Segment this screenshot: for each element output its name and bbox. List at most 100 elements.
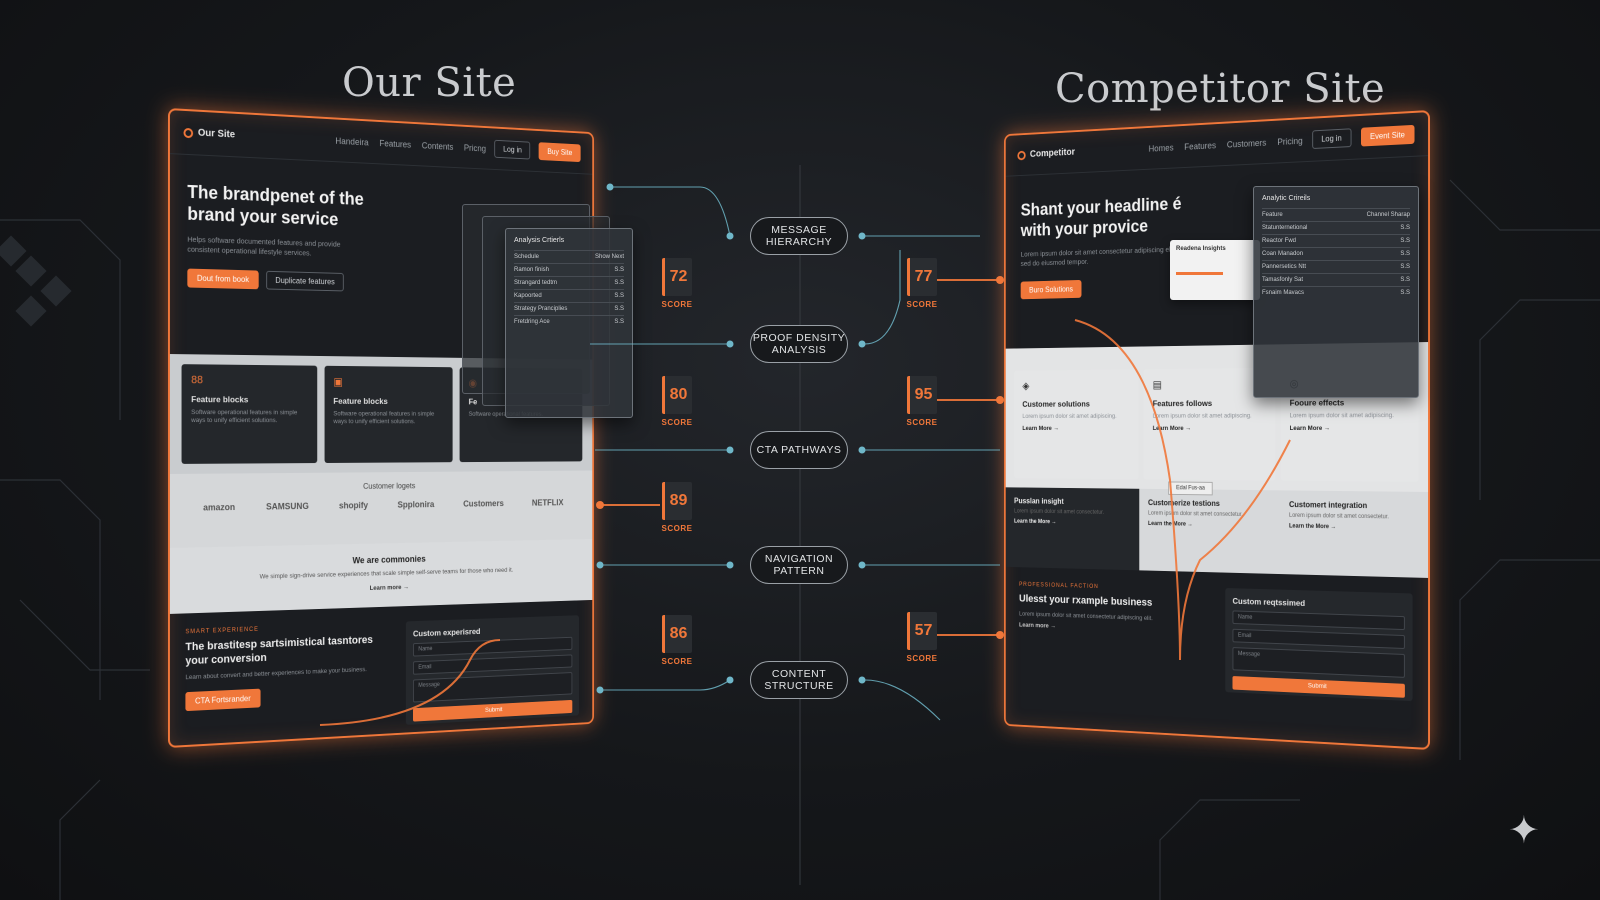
feature-card[interactable]: 88 Feature blocks Software operational f… — [181, 364, 317, 464]
row-value: S.S — [1400, 264, 1410, 270]
score-value: 80 — [662, 376, 692, 414]
feature-icon: ▣ — [333, 376, 343, 389]
score-label: SCORE — [906, 300, 938, 309]
overlay-row: Strangard tedtm S.S — [514, 276, 624, 289]
logo-samsung: SAMSUNG — [266, 501, 309, 512]
conversion-desc: Learn about convert and better experienc… — [185, 666, 367, 682]
nav-item[interactable]: Homes — [1148, 142, 1174, 154]
our-score-navigation: 89 SCORE — [655, 482, 699, 533]
nav-item[interactable]: Features — [1184, 139, 1216, 152]
hero-primary-cta[interactable]: Buro Solutions — [1020, 279, 1082, 300]
form-title: Custom reqtssimed — [1232, 595, 1306, 608]
about-link[interactable]: Learn more → — [369, 584, 409, 592]
nav-item[interactable]: Features — [379, 137, 412, 150]
insight-card[interactable]: Pusslan insight Lorem ipsum dolor sit am… — [1005, 487, 1140, 571]
feature-desc: Software operational features in simple … — [191, 409, 298, 425]
row-value: S.S — [1400, 290, 1410, 296]
row-label: Feature — [1262, 212, 1283, 218]
insight-title: Pusslan insight — [1014, 496, 1064, 506]
feature-link[interactable]: Learn More → — [1152, 425, 1191, 432]
logo-customers: Customers — [463, 498, 504, 509]
row-label: Fsnaim Mavacs — [1262, 290, 1305, 296]
metric-content-structure[interactable]: CONTENT STRUCTURE — [750, 661, 848, 699]
our-score-message: 72 SCORE — [655, 258, 699, 309]
row-label: Kapoorted — [514, 293, 542, 299]
row-label: Strangard tedtm — [514, 280, 558, 286]
submit-button[interactable]: Submit — [412, 699, 573, 722]
row-value: Channel Sharap — [1366, 212, 1410, 218]
name-field[interactable]: Name — [412, 636, 573, 657]
overlay-row: Reactor Fwd S.S — [1262, 234, 1410, 247]
nav-item[interactable]: Contents — [421, 140, 454, 152]
row-value: S.S — [1400, 238, 1410, 244]
conversion-cta[interactable]: CTA Fortsrander — [185, 688, 261, 712]
logo-text: Our Site — [197, 127, 236, 141]
logo-icon — [1017, 150, 1026, 160]
competitor-score-proof: 95 SCORE — [900, 376, 944, 427]
row-value: S.S — [1400, 277, 1410, 283]
signup-button[interactable]: Event Site — [1360, 124, 1415, 147]
insight-desc: Lorem ipsum dolor sit amet consectetur. — [1148, 510, 1243, 518]
row-value: S.S — [614, 280, 624, 286]
feature-card[interactable]: ◈ Customer solutions Lorem ipsum dolor s… — [1014, 369, 1139, 480]
feature-icon: ▤ — [1152, 379, 1162, 392]
insight-link[interactable]: Learn the More → — [1148, 521, 1193, 528]
row-label: Fretdring Ace — [514, 319, 550, 325]
email-field[interactable]: Email — [1232, 628, 1405, 650]
feature-icon: 88 — [191, 374, 203, 387]
sparkle-icon: ✦ — [1508, 810, 1540, 852]
insight-card[interactable]: Customert integration Lorem ipsum dolor … — [1279, 490, 1429, 578]
feature-link[interactable]: Learn More → — [1289, 425, 1330, 432]
insight-card[interactable]: Customerize testions Lorem ipsum dolor s… — [1139, 488, 1280, 575]
row-value: S.S — [1400, 225, 1410, 231]
mid-section-button[interactable]: Edal Fus-aa — [1168, 481, 1213, 496]
hero-primary-cta[interactable]: Dout from book — [187, 268, 259, 290]
metric-navigation-pattern[interactable]: NAVIGATION PATTERN — [750, 546, 848, 584]
score-label: SCORE — [906, 654, 938, 663]
submit-button[interactable]: Submit — [1232, 676, 1405, 698]
score-value: 77 — [907, 258, 937, 296]
overlay-row: Feature Channel Sharap — [1262, 208, 1410, 221]
nav-item[interactable]: Handeira — [335, 135, 369, 147]
insight-title: Customert integration — [1289, 500, 1368, 511]
score-label: SCORE — [661, 300, 693, 309]
bottom-link[interactable]: Learn more → — [1019, 621, 1056, 630]
row-value: S.S — [1400, 251, 1410, 257]
our-site-logo[interactable]: Our Site — [183, 127, 236, 141]
competitor-site-title: Competitor Site — [1055, 66, 1386, 112]
name-field[interactable]: Name — [1232, 610, 1405, 631]
hero-headline: Shant your headline é with your provice — [1020, 193, 1182, 240]
competitor-bottom-section: PROFESSIONAL FACTION Ulesst your rxample… — [1006, 567, 1428, 718]
metric-cta-pathways[interactable]: CTA PATHWAYS — [750, 431, 848, 469]
feature-title: Customer solutions — [1022, 398, 1090, 409]
message-field[interactable]: Message — [412, 672, 573, 703]
section-kicker: PROFESSIONAL FACTION — [1019, 581, 1099, 590]
email-field[interactable]: Email — [412, 654, 573, 675]
insight-link[interactable]: Learn the More → — [1289, 523, 1337, 531]
metric-message-hierarchy[interactable]: MESSAGE HIERARCHY — [750, 217, 848, 255]
metric-proof-density[interactable]: PROOF DENSITY ANALYSIS — [750, 325, 848, 363]
login-button[interactable]: Log in — [1311, 128, 1352, 150]
feature-link[interactable]: Learn More → — [1022, 425, 1059, 432]
feature-title: Fooure effects — [1289, 397, 1345, 408]
nav-item[interactable]: Pricng — [463, 142, 486, 154]
insight-link[interactable]: Learn the More → — [1014, 518, 1057, 526]
competitor-logo[interactable]: Competitor — [1017, 147, 1075, 160]
login-button[interactable]: Log in — [494, 139, 531, 160]
row-label: Reactor Fwd — [1262, 238, 1297, 244]
feature-desc: Lorem ipsum dolor sit amet adipiscing. — [1289, 412, 1394, 420]
logo-netflix: NETFLIX — [531, 497, 564, 508]
nav-item[interactable]: Customers — [1226, 137, 1267, 150]
overlay-title: Analysis Crtierls — [514, 237, 565, 244]
nav-item[interactable]: Pricing — [1277, 135, 1303, 147]
row-label: Schedule — [514, 254, 540, 260]
our-site-title: Our Site — [342, 60, 517, 106]
feature-card[interactable]: ▣ Feature blocks Software operational fe… — [324, 365, 453, 463]
hero-secondary-cta[interactable]: Duplicate features — [265, 270, 344, 292]
message-field[interactable]: Message — [1232, 647, 1405, 678]
signup-button[interactable]: Buy Site — [538, 142, 581, 163]
